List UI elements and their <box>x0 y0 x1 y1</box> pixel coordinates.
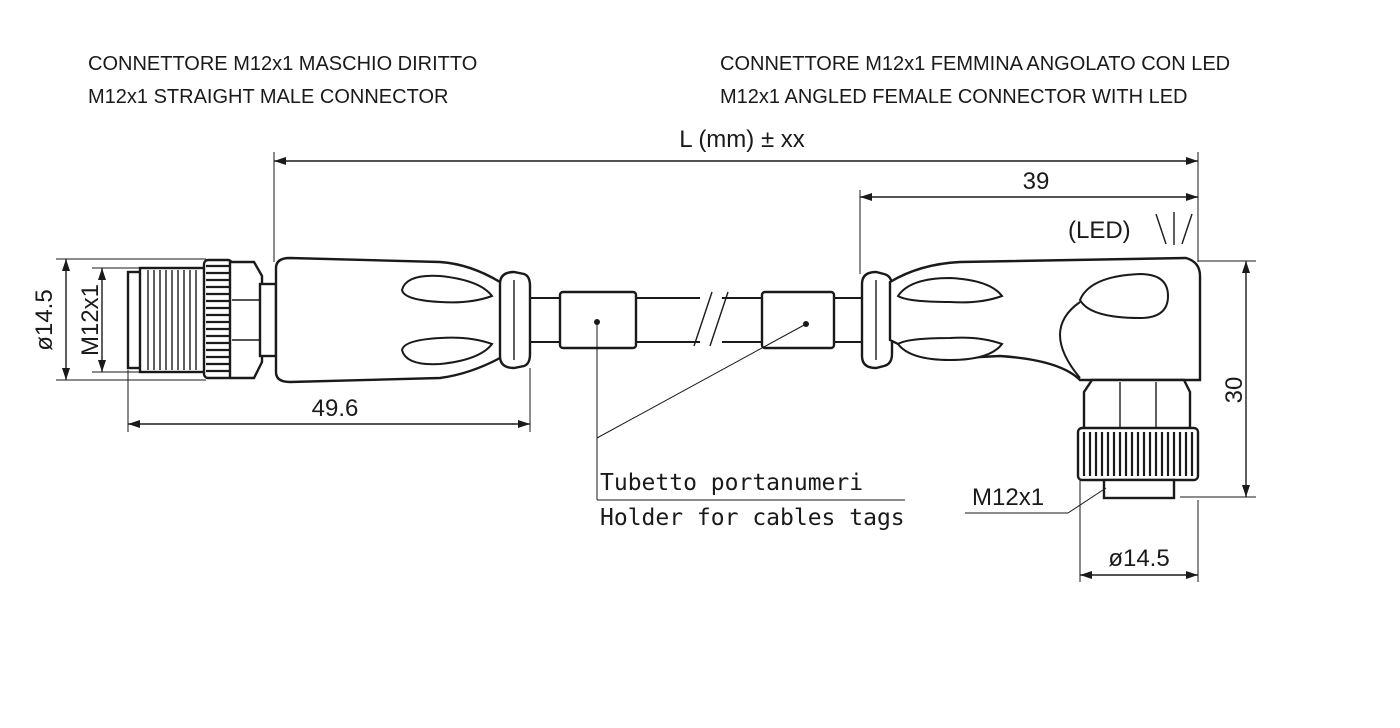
callout-english: Holder for cables tags <box>600 505 905 531</box>
female-angled-connector <box>860 256 1202 500</box>
callout-italian: Tubetto portanumeri <box>600 470 863 496</box>
left-diameter-dimension: ø14.5 <box>31 258 206 381</box>
male-straight-connector <box>126 256 532 384</box>
right-thread-label: M12x1 <box>972 484 1044 511</box>
left-diameter-label: ø14.5 <box>31 289 58 350</box>
left-thread-label: M12x1 <box>77 284 104 356</box>
left-title-english: M12x1 STRAIGHT MALE CONNECTOR <box>88 86 448 108</box>
right-title-italian: CONNETTORE M12x1 FEMMINA ANGOLATO CON LE… <box>720 53 1230 75</box>
cable <box>530 290 862 350</box>
left-title-italian: CONNETTORE M12x1 MASCHIO DIRITTO <box>88 53 477 75</box>
overall-length-dimension: L (mm) ± xx <box>273 126 1199 262</box>
right-thread-dimension: M12x1 <box>965 484 1107 514</box>
right-length-label: 39 <box>1023 168 1050 195</box>
right-diameter-label: ø14.5 <box>1108 545 1169 572</box>
led-light-icon <box>1155 212 1193 245</box>
left-thread-dimension: M12x1 <box>77 267 142 373</box>
right-diameter-dimension: ø14.5 <box>1079 480 1199 582</box>
led-label: (LED) <box>1068 217 1131 244</box>
left-length-dimension: 49.6 <box>127 368 531 432</box>
right-height-label: 30 <box>1221 377 1248 404</box>
right-length-dimension: 39 <box>859 168 1198 274</box>
overall-length-label: L (mm) ± xx <box>679 126 805 153</box>
right-height-dimension: 30 <box>1180 260 1256 498</box>
left-length-label: 49.6 <box>312 395 359 422</box>
right-title-english: M12x1 ANGLED FEMALE CONNECTOR WITH LED <box>720 86 1188 108</box>
tag-holder-callout: Tubetto portanumeri Holder for cables ta… <box>596 322 905 531</box>
